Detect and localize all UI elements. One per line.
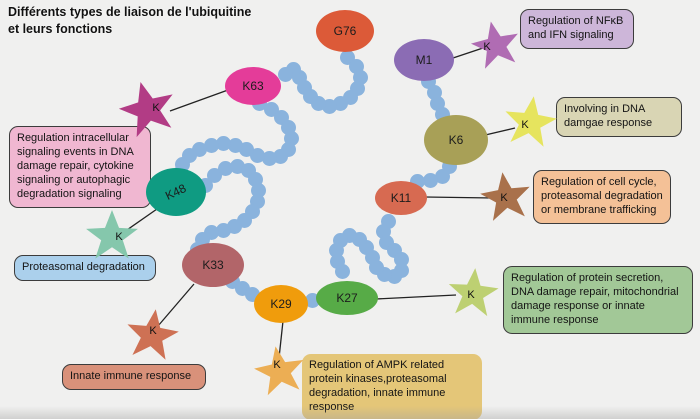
- ubiquitin-bead: [227, 137, 243, 153]
- star-k-label: K: [521, 119, 529, 131]
- title-line-2: et leurs fonctions: [8, 21, 113, 36]
- bottom-gradient: [0, 406, 700, 419]
- ubiquitin-bead: [334, 263, 350, 279]
- star-k6-icon: K: [503, 96, 557, 150]
- node-m1: M1: [394, 39, 454, 81]
- star-k-label: K: [152, 102, 160, 114]
- ubiquitin-bead: [261, 150, 277, 166]
- ubiquitin-bead: [422, 172, 438, 188]
- star-shape: [466, 16, 525, 75]
- node-k63: K63: [225, 67, 281, 105]
- star-k29-icon: K: [254, 346, 306, 398]
- star-k11-icon: K: [480, 172, 532, 224]
- star-k-label: K: [273, 359, 281, 371]
- star-k63-icon: K: [119, 81, 177, 139]
- node-k29: K29: [254, 285, 308, 323]
- annotation-box-nfkb: Regulation of NFκB and IFN signaling: [520, 9, 634, 49]
- annotation-box-intracellular: Regulation intracellular signaling event…: [9, 126, 151, 208]
- node-label: K48: [163, 181, 189, 203]
- node-label: K29: [270, 297, 292, 311]
- connector-line: [169, 89, 229, 112]
- page-title: Différents types de liaison de l'ubiquit…: [8, 4, 251, 37]
- star-k48-icon: K: [85, 210, 139, 264]
- ubiquitin-bead: [215, 222, 231, 238]
- annotation-box-proteasomal: Proteasomal degradation: [14, 255, 156, 281]
- star-shape: [112, 74, 183, 145]
- connector-line: [452, 47, 484, 59]
- ubiquitin-bead: [304, 292, 320, 308]
- node-k11: K11: [375, 181, 427, 215]
- annotation-box-innate: Innate immune response: [62, 364, 206, 390]
- star-shape: [86, 210, 138, 259]
- ubiquitin-bead: [215, 135, 231, 151]
- node-g76: G76: [316, 10, 374, 52]
- star-k33-icon: K: [125, 309, 179, 363]
- title-line-1: Différents types de liaison de l'ubiquit…: [8, 5, 252, 19]
- node-k6: K6: [424, 115, 488, 165]
- annotation-box-ampk: Regulation of AMPK related protein kinas…: [302, 354, 482, 419]
- connector-line: [123, 208, 158, 233]
- star-k-label: K: [149, 325, 157, 337]
- annotation-box-cell-cycle: Regulation of cell cycle, proteasomal de…: [533, 170, 671, 224]
- node-label: K27: [336, 291, 358, 305]
- star-shape: [500, 93, 561, 154]
- ubiquitin-bead: [217, 160, 233, 176]
- connector-line: [375, 294, 457, 300]
- node-k48: K48: [146, 168, 206, 216]
- star-k-label: K: [483, 41, 491, 53]
- annotation-box-secretion: Regulation of protein secretion, DNA dam…: [503, 266, 693, 334]
- connector-line: [157, 283, 195, 327]
- node-label: K11: [390, 191, 412, 205]
- connector-line: [278, 320, 284, 359]
- node-k33: K33: [182, 243, 244, 287]
- star-k27-icon: K: [447, 268, 499, 320]
- node-label: K6: [448, 133, 464, 147]
- node-label: K63: [242, 79, 264, 93]
- star-shape: [250, 342, 310, 402]
- node-label: K33: [202, 258, 224, 272]
- node-label: G76: [333, 24, 357, 38]
- ubiquitin-bead: [203, 137, 219, 153]
- ubiquitin-bead: [277, 66, 293, 82]
- star-k-label: K: [500, 192, 508, 204]
- annotation-box-dna-damage: Involving in DNA damgae response: [556, 97, 682, 137]
- star-m1-icon: K: [471, 21, 521, 71]
- node-k27: K27: [316, 281, 378, 315]
- connector-line: [424, 196, 494, 199]
- star-k-label: K: [467, 289, 475, 301]
- node-label: M1: [415, 53, 433, 67]
- ubiquitin-bead: [434, 168, 450, 184]
- star-k-label: K: [115, 231, 123, 243]
